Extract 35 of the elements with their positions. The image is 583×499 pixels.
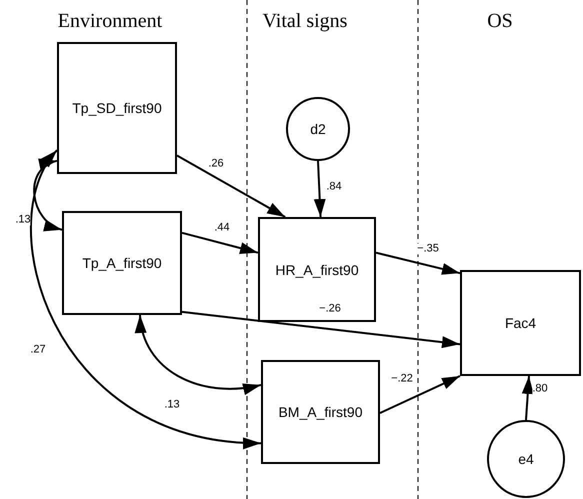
node-label: Fac4 [504, 315, 536, 331]
node-label: Tp_SD_first90 [72, 100, 162, 116]
arrow [376, 252, 460, 275]
arrow [176, 154, 286, 218]
coefficient-label: .84 [326, 182, 342, 192]
arrow [33, 160, 62, 231]
arrow [182, 232, 258, 254]
column-heading: OS [487, 10, 513, 33]
variable-box [62, 211, 182, 315]
coefficient-label: .27 [30, 344, 46, 356]
coefficient-label: .13 [15, 214, 31, 226]
coefficient-label: −.22 [391, 374, 413, 384]
node-label: HR_A_first90 [275, 262, 359, 278]
arrow [314, 160, 326, 218]
variable-box [261, 360, 380, 464]
coefficient-label: −.26 [319, 304, 341, 314]
arrow [522, 376, 534, 420]
coefficient-label: −.35 [417, 244, 439, 254]
arrow [380, 375, 460, 414]
variable-box [57, 42, 177, 174]
variable-box [460, 270, 581, 376]
coefficient-label: .80 [532, 384, 548, 394]
arrow [182, 310, 460, 348]
coefficient-label: .26 [208, 158, 224, 170]
node-label: BM_A_first90 [278, 404, 363, 420]
column-heading: Vital signs [262, 10, 348, 33]
coefficient-label: .44 [214, 222, 230, 234]
variable-box [258, 217, 376, 322]
coefficient-label: .13 [164, 400, 180, 410]
node-label: d2 [310, 121, 326, 137]
arrow [30, 150, 262, 448]
arrow [136, 314, 262, 394]
node-label: e4 [518, 451, 534, 467]
column-heading: Environment [58, 10, 162, 33]
node-label: Tp_A_first90 [82, 255, 162, 271]
